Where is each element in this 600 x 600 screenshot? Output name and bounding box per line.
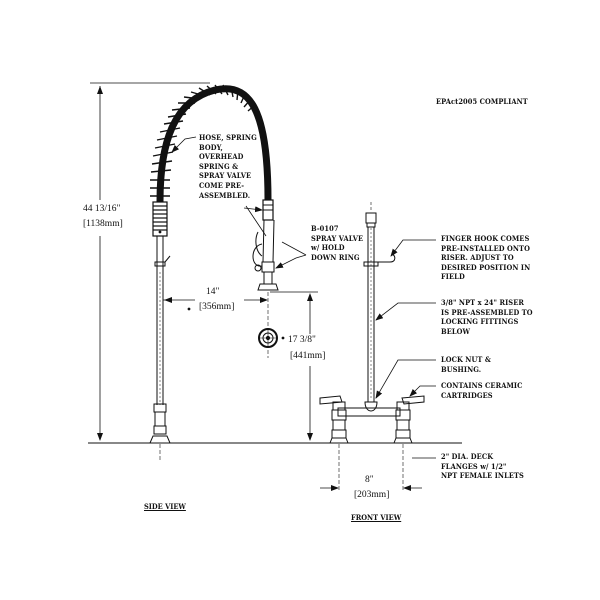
spray-head-circle	[258, 328, 278, 348]
dim-dot	[281, 336, 285, 340]
side-view-faucet	[149, 201, 171, 462]
side-view-label: SIDE VIEW	[144, 502, 186, 511]
spray-valve	[252, 199, 279, 291]
reach-arrow-left	[164, 297, 172, 303]
callout-lock-nut: LOCK NUT &BUSHING.	[441, 355, 491, 374]
centers-imperial: 8"	[365, 475, 374, 485]
overall-height-arrow-top	[97, 86, 103, 94]
reach-imperial: 14"	[206, 287, 220, 297]
spray-height-arrow-top	[307, 293, 313, 301]
overhead-spring	[150, 84, 272, 203]
reach-metric: [356mm]	[199, 302, 235, 312]
spray-height-imperial: 17 3/8"	[288, 335, 316, 345]
overall-height-metric: [1138mm]	[83, 219, 123, 229]
dim-dot	[158, 230, 162, 234]
spray-height-metric: [441mm]	[290, 351, 326, 361]
centers-metric: [203mm]	[354, 490, 390, 500]
front-view-faucet	[319, 202, 425, 492]
leader-lines	[171, 136, 436, 459]
compliance-label: EPAct2005 COMPLIANT	[436, 97, 528, 106]
front-view-label: FRONT VIEW	[351, 513, 402, 522]
dim-dot	[187, 307, 191, 311]
overall-height-imperial: 44 13/16"	[83, 204, 121, 214]
